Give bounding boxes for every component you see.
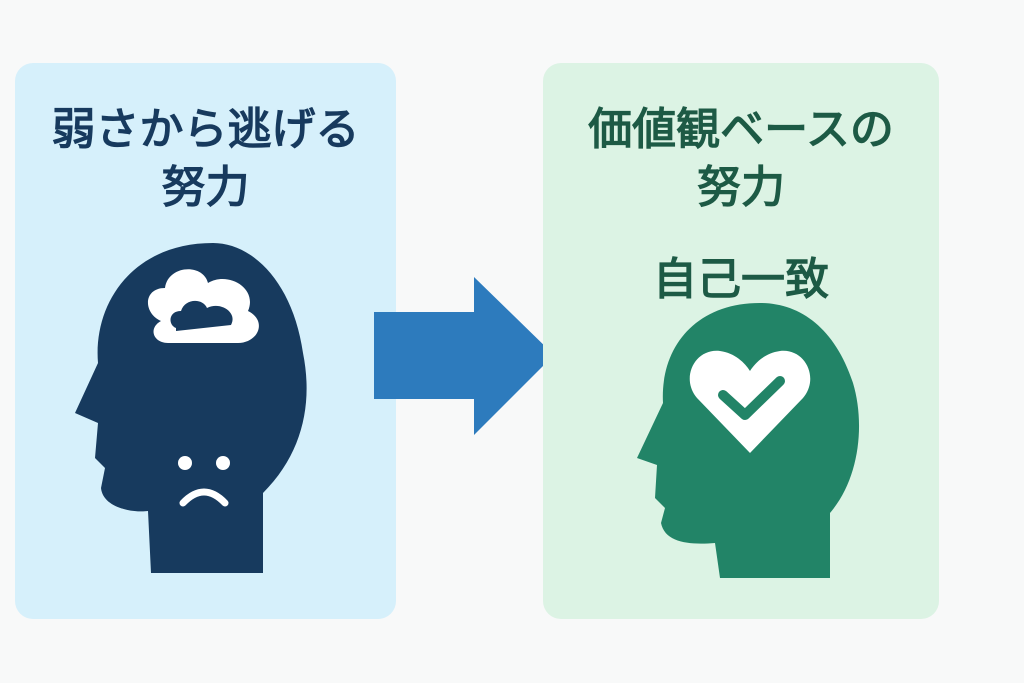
right-title: 価値観ベースの努力 (543, 101, 939, 217)
left-title-line1: 弱さから逃げる (51, 104, 360, 155)
left-title: 弱さから逃げる努力 (15, 101, 396, 217)
right-title-line1: 価値観ベースの (588, 104, 894, 155)
arrow-right-icon (374, 277, 554, 435)
sad-head-icon (75, 243, 307, 573)
left-title-line2: 努力 (161, 162, 250, 213)
right-panel: 価値観ベースの努力 自己一致 (543, 63, 939, 619)
right-title-line2: 努力 (697, 162, 785, 213)
right-subtitle: 自己一致 (653, 254, 829, 305)
heart-check-head-icon (637, 303, 860, 578)
left-panel: 弱さから逃げる努力 (15, 63, 396, 619)
